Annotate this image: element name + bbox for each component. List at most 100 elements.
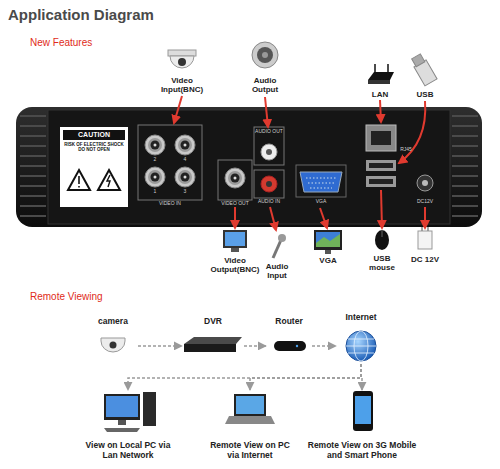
section-heading: New Features xyxy=(30,37,150,49)
feature-icons-part xyxy=(273,240,281,258)
feature-icons-part xyxy=(375,230,389,250)
feature-icons-part xyxy=(231,248,239,252)
callout-arrows xyxy=(174,96,425,230)
network-icons-part xyxy=(225,416,275,424)
node-label: View on Local PC via Lan Network xyxy=(83,440,173,460)
network-icons-part xyxy=(355,396,371,424)
sticker-text: RISK OF ELECTRIC SHOCK DO NOT OPEN xyxy=(62,143,126,153)
node-label: Router xyxy=(266,316,312,326)
port-label: 2 xyxy=(150,157,160,163)
port-label: 3 xyxy=(180,189,190,195)
feature-icons-part xyxy=(257,47,273,63)
video-in-ports-part xyxy=(138,125,202,200)
feature-icons-part-part xyxy=(412,54,425,67)
lan-usb-ports-part xyxy=(369,163,393,168)
dc-jack xyxy=(417,175,433,191)
callout-arrows-part xyxy=(265,97,268,127)
network-icons-part xyxy=(101,338,125,352)
feature-icons-part xyxy=(316,234,340,247)
network-node: camera xyxy=(88,316,138,362)
lan-usb-ports-part xyxy=(366,176,396,187)
feature-icons-part xyxy=(168,50,196,56)
feature-label: Audio Input xyxy=(260,262,294,280)
feature-icons-part xyxy=(325,250,331,254)
vga-port-part xyxy=(296,165,346,197)
dvr-rear-panel xyxy=(16,107,482,227)
port-label: 4 xyxy=(180,157,190,163)
network-icons-part xyxy=(346,331,376,361)
feature-label: DC 12V xyxy=(405,255,445,264)
lan-usb-ports xyxy=(366,125,396,187)
video-in-ports-part xyxy=(175,135,195,155)
feature-icons-part xyxy=(368,80,390,84)
feature-label: VGA xyxy=(313,256,343,265)
lan-usb-ports-part xyxy=(371,131,391,145)
audio-ports xyxy=(254,127,284,198)
port-label: 1 xyxy=(150,189,160,195)
video-out-port xyxy=(218,160,252,200)
callout-arrows-part xyxy=(399,101,425,163)
video-in-ports-part xyxy=(145,135,165,155)
dvr-rear-panel-part xyxy=(48,110,450,224)
port-label: VIDEO IN xyxy=(145,201,195,207)
audio-ports-part xyxy=(261,144,277,160)
audio-ports-part xyxy=(266,149,272,155)
feature-icons-part xyxy=(316,232,340,247)
feature-icons-part xyxy=(368,72,394,80)
video-out-port-part xyxy=(218,160,252,200)
network-icons-part xyxy=(104,394,140,420)
dvr-rear-panel-part xyxy=(452,116,478,216)
dvr-rear-panel-part xyxy=(20,116,46,216)
lan-usb-ports-part xyxy=(369,179,393,184)
callout-arrows-part xyxy=(270,207,276,230)
network-node: DVR xyxy=(182,316,244,362)
feature-icons-part xyxy=(418,231,432,249)
video-in-ports xyxy=(138,125,202,200)
feature-label: USB mouse xyxy=(367,254,397,272)
callout-arrows-part xyxy=(234,207,236,228)
lan-usb-ports-part xyxy=(366,125,396,151)
feature-icons xyxy=(168,42,437,258)
feature-icons-part xyxy=(223,230,247,248)
network-connector xyxy=(250,364,361,390)
caution-sticker-part xyxy=(68,170,90,190)
port-label: RJ45 xyxy=(395,147,417,153)
lan-usb-ports-part xyxy=(366,160,396,171)
port-label: AUDIO IN xyxy=(252,199,286,205)
audio-ports-part xyxy=(261,176,277,192)
network-connector xyxy=(128,364,361,390)
audio-ports-part xyxy=(254,170,284,198)
network-icons-part xyxy=(106,396,138,417)
network-icons-part xyxy=(234,394,266,416)
network-icons-part xyxy=(143,392,156,426)
feature-icons-part xyxy=(178,58,186,66)
network-connector xyxy=(312,345,336,347)
feature-label: USB xyxy=(410,90,440,99)
callout-arrows-part xyxy=(424,207,426,228)
network-node: View on Local PC via Lan Network xyxy=(83,390,173,460)
network-connector xyxy=(244,345,266,347)
caution-sticker xyxy=(60,127,128,207)
network-icons-part xyxy=(353,391,373,431)
network-icons-part xyxy=(110,342,117,349)
network-connector xyxy=(361,364,362,390)
dc-jack-part xyxy=(417,175,433,191)
port-label: VIDEO OUT xyxy=(215,201,255,207)
vga-port-part xyxy=(306,178,336,188)
feature-icons-part xyxy=(278,234,286,242)
feature-icons-part xyxy=(410,53,437,86)
feature-icons-part xyxy=(170,56,194,68)
network-icons-part xyxy=(274,341,306,351)
vga-port xyxy=(296,165,346,197)
audio-ports-part xyxy=(266,181,272,187)
port-label: DC12V xyxy=(410,199,440,205)
feature-icons-part xyxy=(382,230,383,237)
node-label: camera xyxy=(88,316,138,326)
node-label: Remote View on PC via Internet xyxy=(210,440,290,460)
feature-label: Video Output(BNC) xyxy=(209,256,261,274)
callout-arrows-part xyxy=(320,208,327,228)
network-node: Router xyxy=(266,316,312,362)
network-icons-part xyxy=(104,428,140,432)
dvr-rear-panel-part xyxy=(16,107,482,227)
vga-port-part xyxy=(300,172,342,192)
